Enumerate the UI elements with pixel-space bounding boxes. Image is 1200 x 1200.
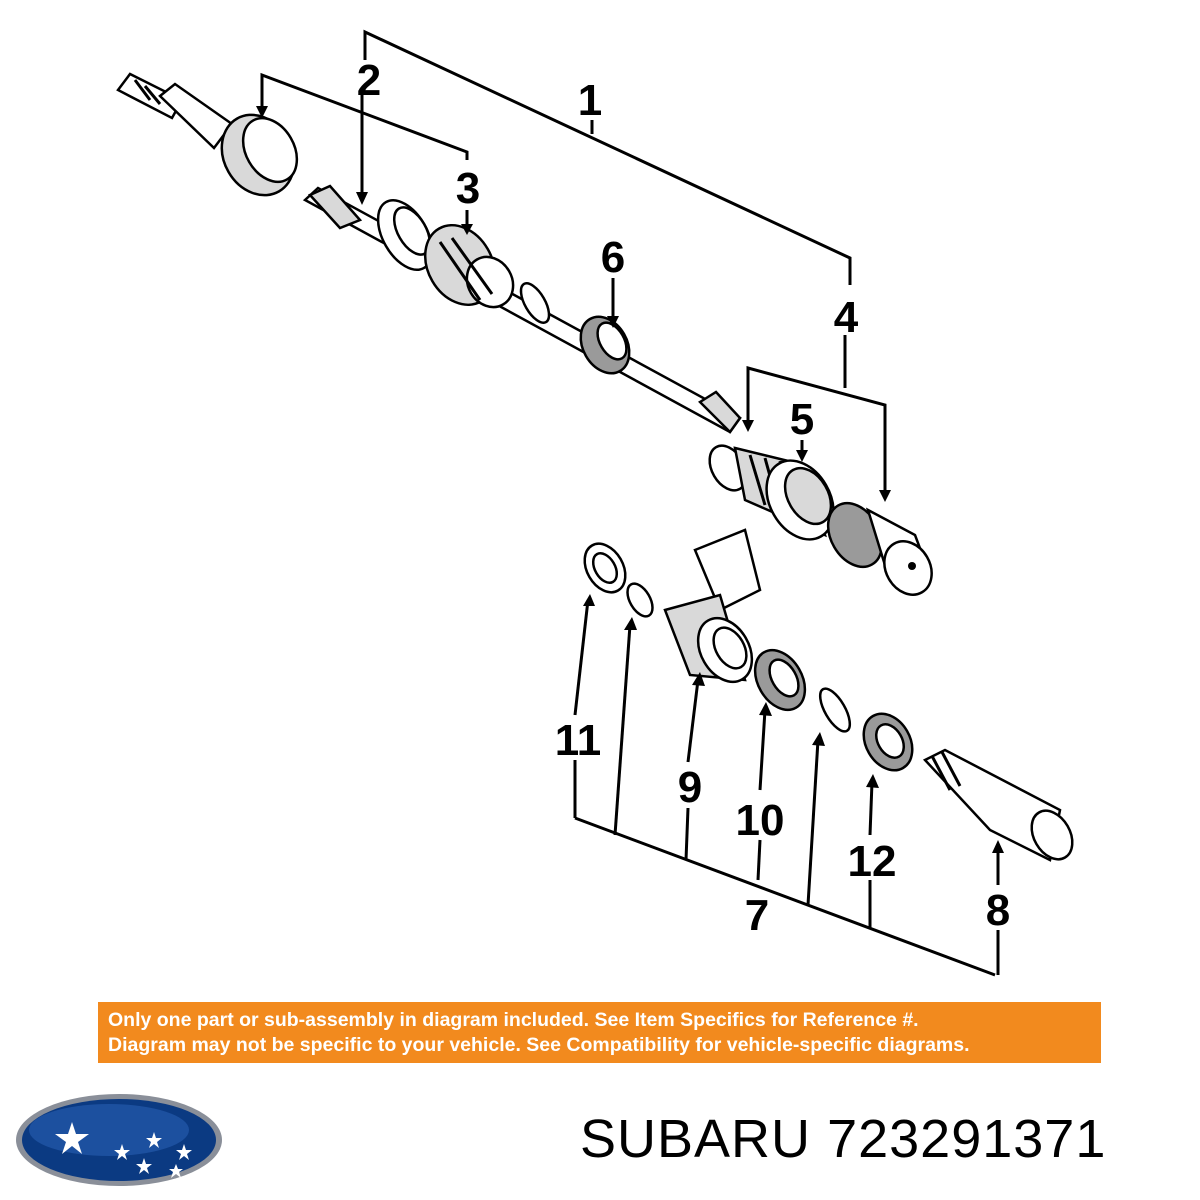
snap-ring-lower [818, 687, 852, 733]
part-number: 723291371 [827, 1109, 1107, 1169]
subaru-star-logo-icon [16, 1094, 222, 1186]
inner-shaft-assembly [302, 184, 742, 434]
callout-6: 6 [601, 233, 625, 282]
snap-ring-12-upper [626, 582, 654, 618]
callout-5: 5 [790, 395, 814, 444]
callout-1: 1 [578, 76, 602, 125]
callout-3: 3 [456, 164, 480, 213]
brand-part-number: SUBARU 723291371 [580, 1108, 1180, 1178]
callout-12: 12 [848, 837, 897, 886]
callout-11: 11 [555, 716, 602, 765]
drive-shaft-drawing [116, 72, 1074, 862]
callout-7: 7 [745, 891, 769, 940]
disclaimer-line-1: Only one part or sub-assembly in diagram… [108, 1009, 919, 1031]
inner-boot-and-joint [708, 444, 933, 596]
callout-10: 10 [736, 796, 785, 845]
callout-labels: 1 2 3 4 5 6 7 8 9 10 11 12 [357, 56, 1010, 940]
callout-4: 4 [834, 293, 859, 342]
lower-parts [583, 528, 1074, 862]
disclaimer-line-2: Diagram may not be specific to your vehi… [108, 1034, 970, 1056]
callout-8: 8 [986, 886, 1010, 935]
brand-name: SUBARU [580, 1109, 812, 1169]
axle-parts-diagram: 1 2 3 4 5 6 7 8 9 10 11 12 [116, 29, 1074, 977]
disclaimer-banner: Only one part or sub-assembly in diagram… [98, 1002, 1101, 1063]
shaft-8 [1030, 809, 1074, 861]
callout-2: 2 [357, 56, 381, 105]
outer-joint-stub [116, 72, 299, 197]
leader-lines [256, 29, 1004, 977]
callout-9: 9 [678, 763, 702, 812]
